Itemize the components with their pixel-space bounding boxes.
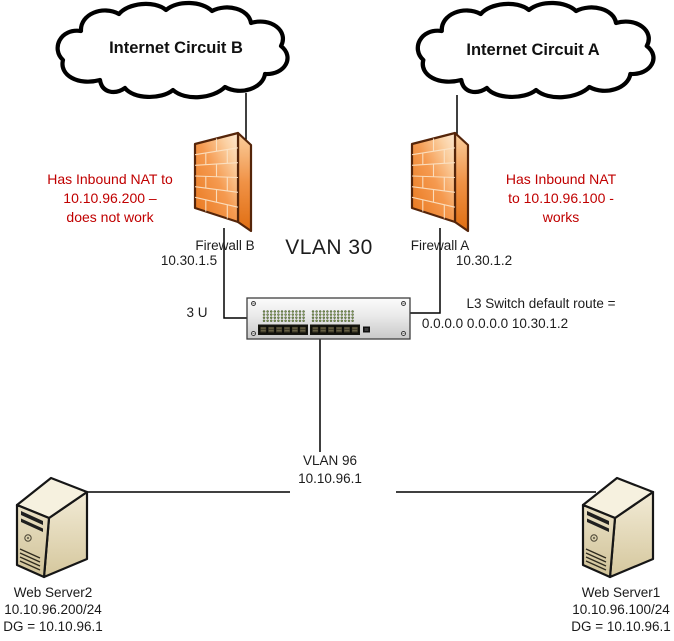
web-server2-ip: 10.10.96.200/24 <box>4 602 102 617</box>
note-line: does not work <box>66 209 154 225</box>
switch-default-route-line2: 0.0.0.0 0.0.0.0 10.30.1.2 <box>421 316 569 331</box>
firewall-a-icon <box>410 131 470 233</box>
vlan96-label: VLAN 96 <box>302 453 358 468</box>
web-server1-icon <box>581 476 655 579</box>
note-line: works <box>542 209 580 225</box>
internet-cloud-b-icon <box>55 0 290 100</box>
web-server2-icon <box>15 476 89 579</box>
web-server1-ip: 10.10.96.100/24 <box>572 602 670 617</box>
firewall-a-nat-note: Has Inbound NAT to 10.10.96.100 - works <box>506 170 616 227</box>
firewall-b-label: Firewall B <box>195 238 255 253</box>
firewall-a-label: Firewall A <box>410 238 470 253</box>
vlan30-label: VLAN 30 <box>285 236 373 259</box>
web-server1-gateway: DG = 10.10.96.1 <box>571 619 671 634</box>
internet-cloud-a-icon <box>415 0 656 100</box>
note-line: 10.10.96.200 – <box>63 190 157 206</box>
firewall-a-ip: 10.30.1.2 <box>455 253 513 268</box>
web-server2-name: Web Server2 <box>13 585 93 600</box>
switch-default-route-line1: L3 Switch default route = <box>466 296 616 311</box>
web-server2-gateway: DG = 10.10.96.1 <box>3 619 103 634</box>
note-line: Has Inbound NAT <box>505 171 617 187</box>
firewall-b-icon <box>193 131 253 233</box>
web-server1-labels: Web Server1 10.10.96.100/24 DG = 10.10.9… <box>571 584 670 635</box>
firewall-b-nat-note: Has Inbound NAT to 10.10.96.200 – does n… <box>47 170 173 227</box>
l3-switch-icon <box>246 297 411 340</box>
note-line: to 10.10.96.100 - <box>508 190 614 206</box>
note-line: Has Inbound NAT to <box>47 171 173 187</box>
cloud-b-label: Internet Circuit B <box>109 39 243 57</box>
web-server1-name: Web Server1 <box>581 585 661 600</box>
cloud-a-label: Internet Circuit A <box>466 41 600 59</box>
vlan96-gateway-ip: 10.10.96.1 <box>298 471 362 486</box>
web-server2-labels: Web Server2 10.10.96.200/24 DG = 10.10.9… <box>3 584 102 635</box>
firewall-b-ip: 10.30.1.5 <box>160 253 218 268</box>
switch-rack-units-label: 3 U <box>186 305 208 320</box>
